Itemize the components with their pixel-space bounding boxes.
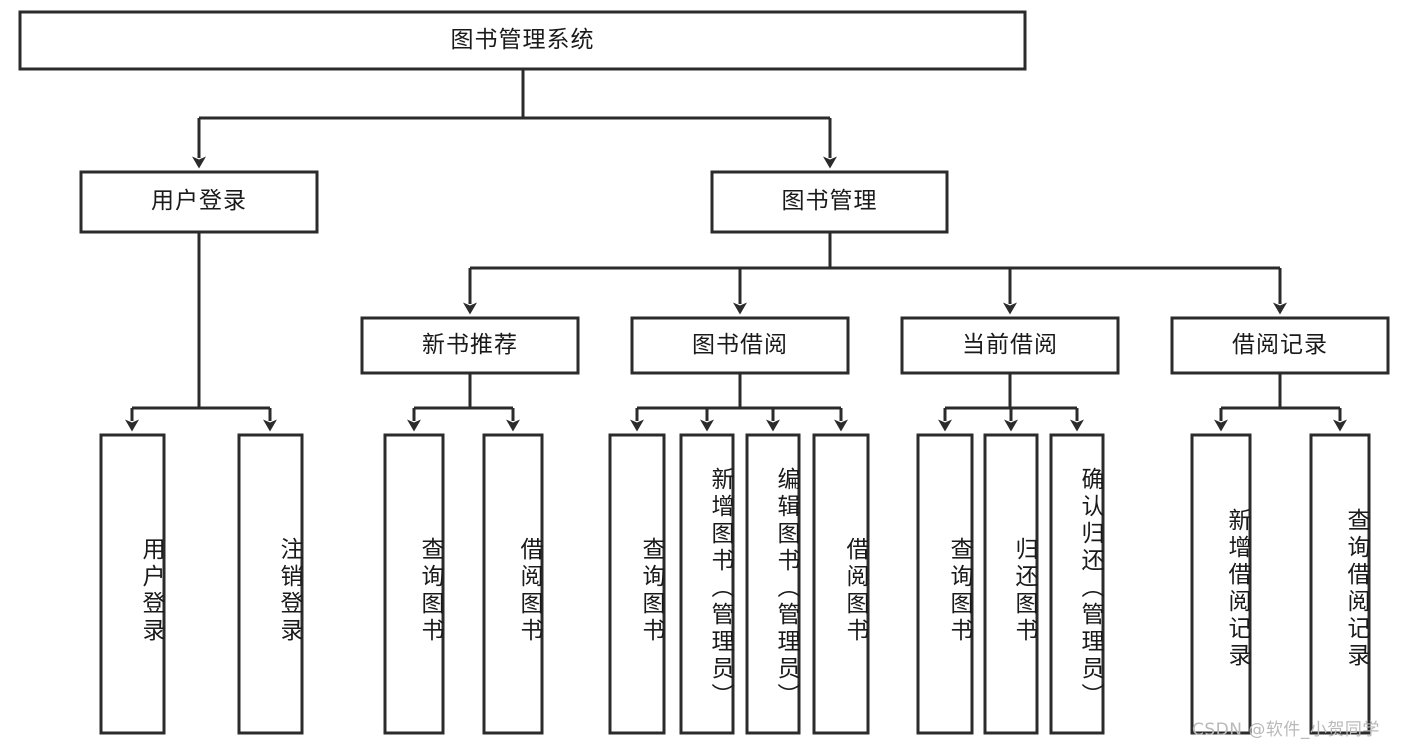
leaf-logout-box[interactable] — [237, 433, 304, 735]
leaf-query-book-rec-box[interactable] — [383, 433, 445, 735]
leaf-add-book-box[interactable] — [679, 433, 735, 735]
node-book-management-box[interactable] — [710, 170, 949, 234]
node-borrow-record-box[interactable] — [1170, 316, 1390, 375]
node-new-book-recommend-box[interactable] — [360, 316, 580, 375]
leaf-query-book-borrow-box[interactable] — [608, 433, 666, 735]
leaf-confirm-return-box[interactable] — [1049, 433, 1105, 735]
leaf-edit-book-box[interactable] — [745, 433, 801, 735]
leaf-borrow-book-rec-box[interactable] — [482, 433, 544, 735]
leaf-query-book-cur-box[interactable] — [916, 433, 974, 735]
leaf-return-book-box[interactable] — [983, 433, 1039, 735]
node-current-borrow-box[interactable] — [900, 316, 1120, 375]
leaf-add-record-box[interactable] — [1190, 433, 1252, 735]
leaf-borrow-book-box[interactable] — [812, 433, 870, 735]
leaf-user-login-box[interactable] — [99, 433, 166, 735]
leaf-query-record-box[interactable] — [1309, 433, 1371, 735]
node-book-borrow-box[interactable] — [630, 316, 850, 375]
csdn-watermark: CSDN @软件_小贺同学 — [1192, 720, 1380, 740]
node-root-box[interactable] — [18, 10, 1027, 71]
node-user-login-box[interactable] — [79, 170, 319, 234]
